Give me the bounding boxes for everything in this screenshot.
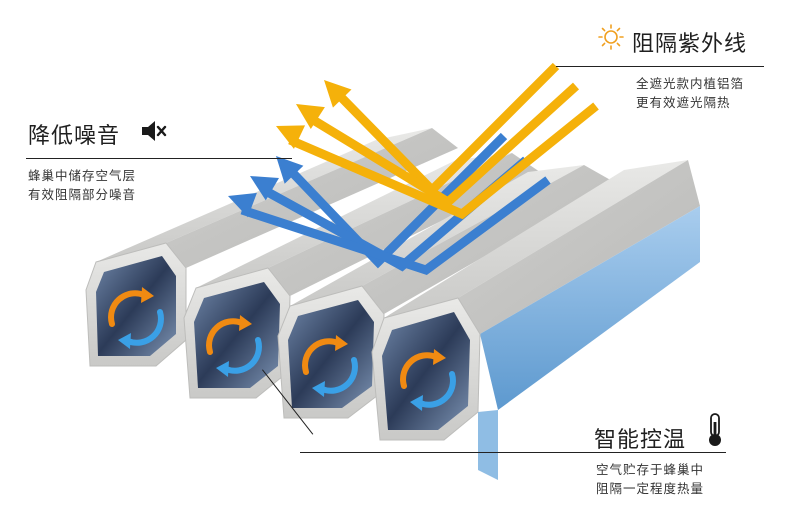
sun-ray bbox=[276, 102, 599, 220]
thermometer-icon bbox=[709, 413, 721, 446]
mute-speaker-icon bbox=[142, 121, 167, 141]
noise-desc-line2: 有效阻隔部分噪音 bbox=[28, 187, 137, 202]
reflected-ray bbox=[228, 176, 551, 275]
temp-leader-line bbox=[300, 452, 726, 453]
circulation-arrow bbox=[206, 315, 262, 377]
temp-desc-line2: 阻隔一定程度热量 bbox=[596, 481, 705, 496]
cell-opening bbox=[183, 267, 291, 399]
circulation-arrow bbox=[302, 335, 358, 397]
uv-desc-line1: 全遮光款内植铝箔 bbox=[636, 76, 745, 91]
noise-leader-line bbox=[26, 158, 292, 159]
light-rays bbox=[228, 62, 599, 275]
noise-desc-line1: 蜂巢中储存空气层 bbox=[28, 168, 137, 183]
uv-desc-line2: 更有效遮光隔热 bbox=[636, 95, 731, 110]
temp-desc-line1: 空气贮存于蜂巢中 bbox=[596, 462, 705, 477]
cell-opening bbox=[277, 285, 385, 419]
cell-opening bbox=[85, 242, 187, 367]
reflected-ray bbox=[276, 132, 508, 269]
honeycomb-cell bbox=[384, 160, 700, 410]
sun-icon bbox=[598, 24, 624, 50]
circulation-arrow bbox=[108, 287, 164, 349]
uv-leader-line bbox=[556, 66, 764, 67]
air-circulation-arrows bbox=[108, 287, 456, 411]
cell-opening bbox=[371, 297, 498, 480]
temp-title: 智能控温 bbox=[594, 428, 687, 453]
sun-ray bbox=[296, 82, 580, 208]
uv-title: 阻隔紫外线 bbox=[632, 32, 748, 57]
noise-title: 降低噪音 bbox=[28, 124, 121, 149]
circulation-arrow bbox=[400, 349, 456, 411]
